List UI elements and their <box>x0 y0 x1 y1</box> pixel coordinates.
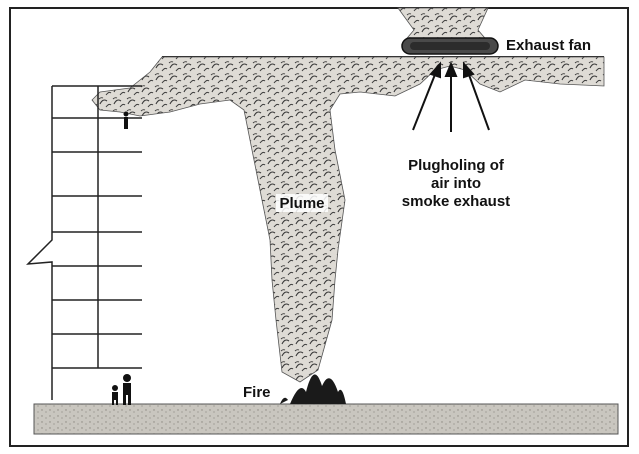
plugholing-label-line3: smoke exhaust <box>402 193 510 210</box>
exhaust-fan-icon <box>402 38 498 54</box>
exhaust-fan-label: Exhaust fan <box>506 37 591 54</box>
smoke-layer <box>92 57 604 382</box>
plugholing-label-line1: Plugholing of <box>408 157 505 174</box>
arrow-up-icon <box>446 64 456 132</box>
fire-label: Fire <box>243 384 271 401</box>
building-floors <box>28 86 142 400</box>
ground-floor <box>34 404 618 434</box>
person-icon <box>112 385 118 405</box>
person-icon <box>123 374 131 405</box>
plugholing-label-line2: air into <box>431 175 481 192</box>
fire-icon <box>280 374 346 404</box>
person-icon <box>124 112 129 130</box>
plume-label: Plume <box>279 195 324 212</box>
